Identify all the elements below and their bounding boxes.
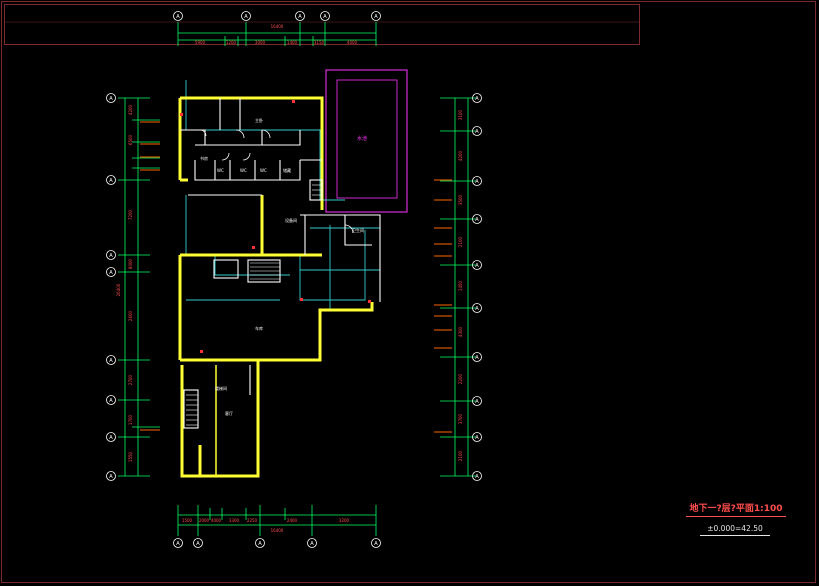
right-dim-text: 2100 bbox=[458, 450, 463, 461]
axis-bubble-label: A bbox=[109, 435, 113, 441]
top-dim-text: 3000 bbox=[255, 40, 266, 45]
right-axis-bubbles bbox=[472, 93, 482, 481]
right-dim-text: 3700 bbox=[458, 413, 463, 424]
axis-bubble-label: A bbox=[475, 355, 479, 361]
bottom-dim-text: 2400 bbox=[287, 518, 298, 523]
axis-bubble-label: A bbox=[475, 399, 479, 405]
axis-bubble-label: A bbox=[109, 398, 113, 404]
svg-text:水池: 水池 bbox=[357, 135, 367, 142]
top-dim-text: 4000 bbox=[347, 40, 358, 45]
left-window-marks bbox=[140, 121, 160, 431]
left-dim-text: 4200 bbox=[128, 104, 133, 115]
svg-text:书房: 书房 bbox=[200, 155, 208, 161]
axis-bubble-label: A bbox=[374, 541, 378, 547]
axis-bubble-label: A bbox=[475, 306, 479, 312]
axis-bubble-label: A bbox=[109, 358, 113, 364]
left-dim-text: 2700 bbox=[128, 374, 133, 385]
drawing-title-block: 地下一?层?平面1:100 ±0.000=42.50 bbox=[686, 503, 786, 536]
top-axis-bubbles bbox=[173, 11, 381, 21]
axis-bubble-label: A bbox=[109, 270, 113, 276]
right-dim-text: 3500 bbox=[458, 194, 463, 205]
bottom-dim-text: 2250 bbox=[247, 518, 258, 523]
drawing-title: 地下一?层?平面1:100 bbox=[686, 503, 786, 517]
right-dim-text: 4200 bbox=[458, 150, 463, 161]
svg-text:客厅: 客厅 bbox=[225, 410, 233, 416]
svg-text:车库: 车库 bbox=[255, 325, 263, 331]
right-dim-text: 1450 bbox=[458, 280, 463, 291]
interior-partitions bbox=[180, 98, 381, 429]
room-labels: 主卧 书房 WC WC WC 储藏 设备间 车库 楼梯间 客厅 卫生间 bbox=[200, 117, 364, 416]
svg-text:WC: WC bbox=[260, 168, 267, 173]
left-dim-text: 6500 bbox=[128, 134, 133, 145]
axis-bubble-label: A bbox=[475, 96, 479, 102]
bottom-dimension-chain bbox=[177, 505, 377, 536]
left-dim-text: 8000 bbox=[128, 258, 133, 269]
bottom-dim-text: 3300 bbox=[229, 518, 240, 523]
header-grid-band bbox=[4, 4, 640, 45]
left-dim-text: 7200 bbox=[128, 209, 133, 220]
walls bbox=[178, 96, 374, 478]
left-dimension-chain bbox=[118, 97, 160, 477]
axis-bubble-label: A bbox=[109, 178, 113, 184]
stairs bbox=[186, 184, 322, 426]
right-dim-text: 3100 bbox=[458, 109, 463, 120]
svg-text:主卧: 主卧 bbox=[255, 117, 263, 123]
axis-bubble-label: A bbox=[475, 263, 479, 269]
axis-bubble-label: A bbox=[323, 14, 327, 20]
left-dim-text: 2600 bbox=[128, 310, 133, 321]
bottom-dim-total: 16400 bbox=[271, 528, 284, 533]
axis-bubble-label: A bbox=[176, 541, 180, 547]
bottom-dim-text: 3200 bbox=[339, 518, 350, 523]
svg-text:储藏: 储藏 bbox=[283, 167, 291, 173]
svg-text:卫生间: 卫生间 bbox=[352, 227, 364, 233]
axis-bubble-label: A bbox=[298, 14, 302, 20]
top-dim-text: 3150 bbox=[314, 40, 325, 45]
axis-bubble-label: A bbox=[310, 541, 314, 547]
left-dim-total: 26400 bbox=[116, 283, 121, 296]
axis-bubble-label: A bbox=[475, 435, 479, 441]
axis-bubble-label: A bbox=[109, 253, 113, 259]
top-dimension-chain bbox=[177, 22, 377, 46]
bottom-dim-text: 1500 bbox=[182, 518, 193, 523]
right-window-marks bbox=[434, 179, 452, 433]
right-dim-text: 4300 bbox=[458, 326, 463, 337]
pipe-network bbox=[185, 80, 380, 470]
top-dim-text: 1400 bbox=[287, 40, 298, 45]
pool bbox=[325, 69, 408, 213]
bottom-axis-bubbles bbox=[173, 538, 381, 548]
top-dim-total: 16400 bbox=[271, 24, 284, 29]
pool-label: 水池 bbox=[357, 135, 367, 142]
bottom-dim-text: 4000 bbox=[211, 518, 222, 523]
axis-bubble-label: A bbox=[475, 129, 479, 135]
accent-marks bbox=[180, 100, 371, 353]
door-swings bbox=[199, 129, 354, 234]
svg-text:WC: WC bbox=[217, 168, 224, 173]
left-axis-bubbles bbox=[106, 93, 116, 481]
axis-bubble-label: A bbox=[109, 474, 113, 480]
top-dim-text: 5900 bbox=[195, 40, 206, 45]
svg-text:楼梯间: 楼梯间 bbox=[215, 385, 227, 391]
svg-text:WC: WC bbox=[240, 168, 247, 173]
left-dim-text: 1550 bbox=[128, 451, 133, 462]
axis-bubble-label: A bbox=[374, 14, 378, 20]
axis-bubble-label: A bbox=[475, 474, 479, 480]
svg-text:设备间: 设备间 bbox=[285, 217, 297, 223]
axis-bubble-label: A bbox=[196, 541, 200, 547]
axis-bubble-label: A bbox=[475, 179, 479, 185]
bottom-dim-text: 2000 bbox=[199, 518, 210, 523]
top-dim-text: 1200 bbox=[226, 40, 237, 45]
axis-bubble-label: A bbox=[244, 14, 248, 20]
elevation-note: ±0.000=42.50 bbox=[700, 523, 770, 536]
axis-bubble-label: A bbox=[109, 96, 113, 102]
right-dim-text: 2200 bbox=[458, 373, 463, 384]
right-dim-text: 2100 bbox=[458, 236, 463, 247]
left-dim-text: 1700 bbox=[128, 414, 133, 425]
axis-bubble-label: A bbox=[475, 217, 479, 223]
right-dimension-chain bbox=[440, 97, 476, 477]
axis-bubble-label: A bbox=[258, 541, 262, 547]
axis-bubble-label: A bbox=[176, 14, 180, 20]
